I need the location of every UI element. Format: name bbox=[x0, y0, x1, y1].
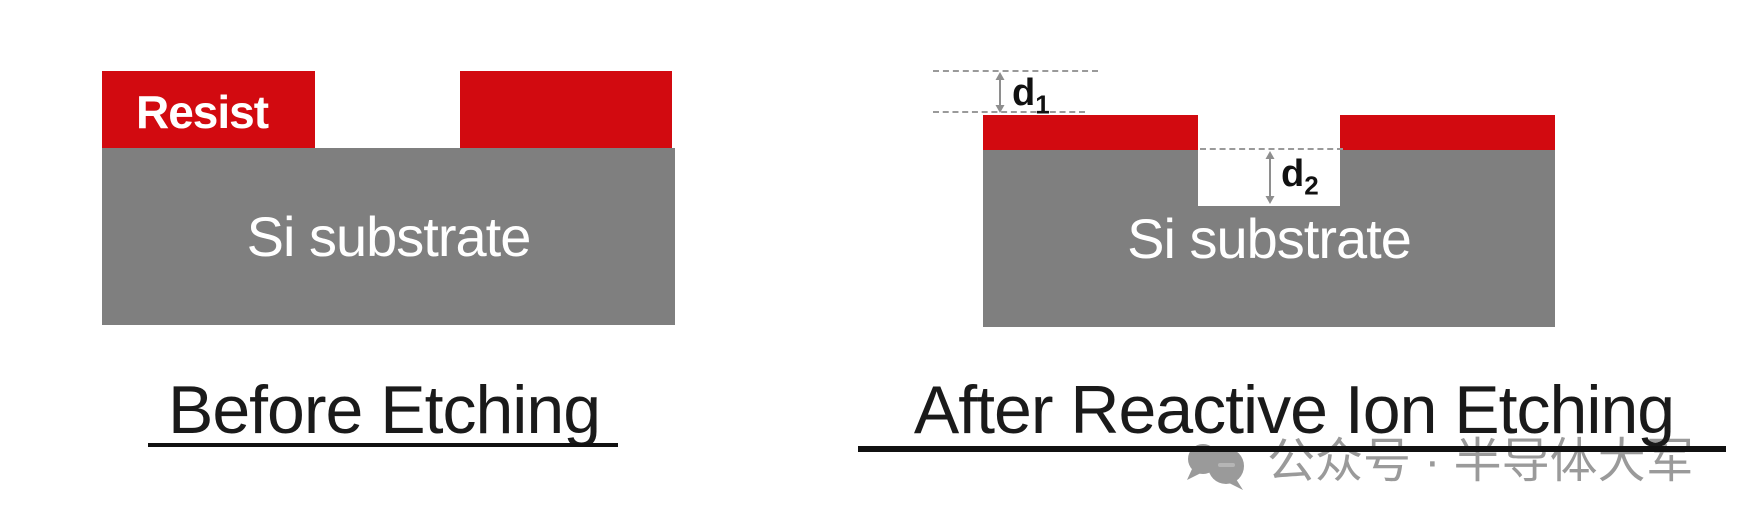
d2-label-sub: 2 bbox=[1304, 170, 1319, 201]
d2-label-base: d bbox=[1281, 153, 1305, 195]
after-substrate-label: Si substrate bbox=[1127, 207, 1412, 270]
before-caption-underline bbox=[148, 443, 618, 447]
d1-double-arrow-icon bbox=[995, 72, 1005, 113]
before-substrate-label: Si substrate bbox=[246, 205, 532, 268]
before-resist-left-block: Resist bbox=[102, 71, 315, 148]
after-resist-left-block bbox=[983, 115, 1198, 150]
d2-label: d2 bbox=[1281, 155, 1319, 199]
watermark-text: 公众号 · 半导体大军 bbox=[1267, 435, 1694, 488]
watermark: 公众号 · 半导体大军 bbox=[1183, 432, 1694, 492]
after-caption-text: After Reactive Ion Etching bbox=[913, 372, 1675, 448]
d2-double-arrow-icon bbox=[1265, 151, 1275, 204]
before-substrate-block: Si substrate bbox=[102, 148, 675, 325]
after-resist-right-block bbox=[1340, 115, 1555, 150]
resist-label: Resist bbox=[136, 86, 269, 138]
d1-bottom-dotted-line bbox=[933, 111, 1085, 113]
after-caption-underline bbox=[858, 446, 1726, 452]
before-caption: Before Etching bbox=[150, 376, 618, 444]
before-resist-right-block bbox=[460, 71, 672, 148]
d1-top-dotted-line bbox=[933, 70, 1098, 72]
d1-label: d1 bbox=[1012, 74, 1050, 118]
before-caption-text: Before Etching bbox=[167, 372, 601, 448]
d1-label-base: d bbox=[1012, 72, 1036, 114]
d1-label-sub: 1 bbox=[1035, 89, 1050, 120]
d2-dotted-line bbox=[1200, 148, 1343, 150]
after-caption: After Reactive Ion Etching bbox=[860, 376, 1728, 444]
